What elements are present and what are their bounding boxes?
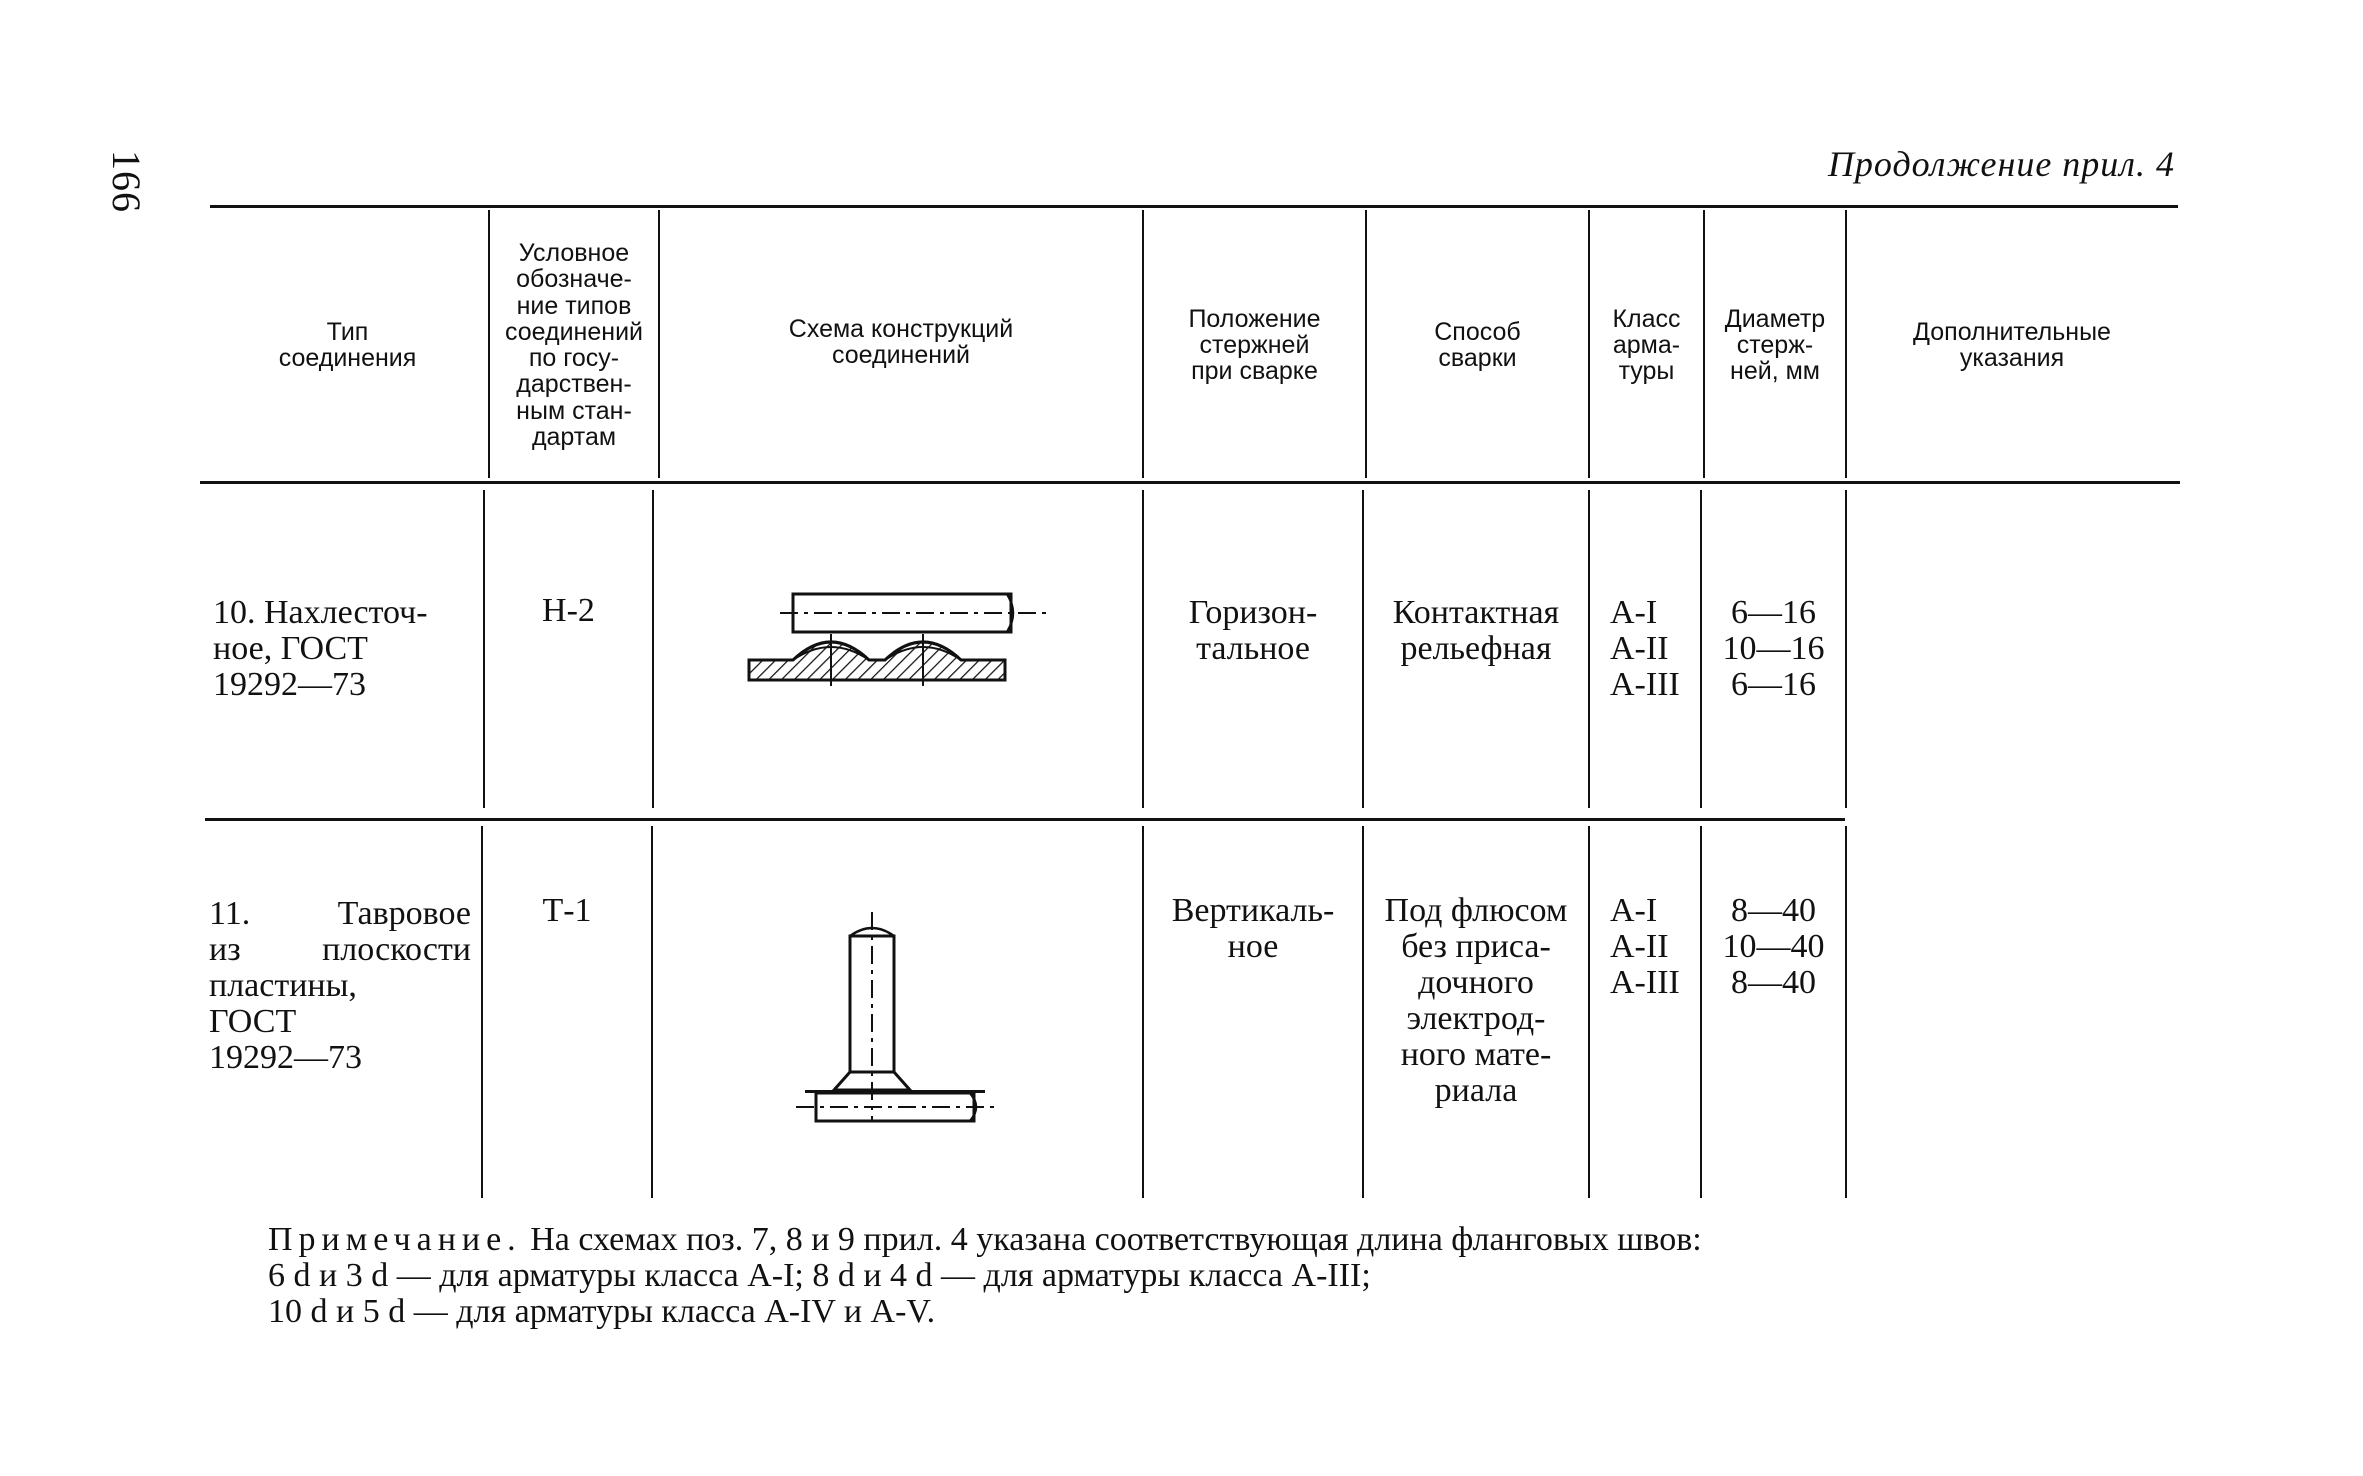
row1-designation: Н-2 (542, 592, 595, 629)
row1-col-divider (483, 490, 485, 808)
table-top-rule (210, 205, 2178, 208)
row2-col-divider (1362, 826, 1364, 1198)
tee-plate-weld-scheme-icon (796, 912, 1000, 1123)
row1-col-divider (1588, 490, 1590, 808)
row-divider (205, 818, 1845, 821)
row2-col-divider (1845, 826, 1847, 1198)
row2-col-divider (651, 826, 653, 1198)
row2-col-divider (1142, 826, 1144, 1198)
page-number: 166 (104, 150, 149, 213)
row1-col-divider (1845, 490, 1847, 808)
header-col-divider (1588, 210, 1590, 478)
row2-col-divider (481, 826, 483, 1198)
header-bottom-rule (200, 481, 2180, 484)
header-col-divider (658, 210, 660, 478)
footnote-line-1: Примечание. На схемах поз. 7, 8 и 9 прил… (268, 1221, 1702, 1258)
continuation-label: Продолжение прил. 4 (1827, 144, 2175, 184)
header-col-divider (1365, 210, 1367, 478)
row2-designation: Т-1 (542, 892, 592, 929)
row1-col-divider (652, 490, 654, 808)
row2-rod-position: Вертикаль-ное (1171, 892, 1335, 966)
header-col-divider (1703, 210, 1705, 478)
header-col-divider (488, 210, 490, 478)
row1-col-divider (1362, 490, 1364, 808)
row2-col-divider (1700, 826, 1702, 1198)
row2-col-divider (1588, 826, 1590, 1198)
lap-relief-weld-scheme-icon (747, 592, 1050, 686)
header-col-divider (1142, 210, 1144, 478)
footnote: Примечание. На схемах поз. 7, 8 и 9 прил… (268, 1221, 2088, 1331)
header-col-divider (1845, 210, 1847, 478)
row1-rod-position: Горизон-тальное (1188, 594, 1318, 668)
row1-col-divider (1142, 490, 1144, 808)
row1-col-divider (1700, 490, 1702, 808)
footnote-line-3: 10 d и 5 d — для арматуры класса A-IV и … (268, 1293, 936, 1331)
footnote-line-2: 6 d и 3 d — для арматуры класса A-I; 8 d… (268, 1257, 1371, 1295)
footnote-label: Примечание. (268, 1221, 522, 1258)
